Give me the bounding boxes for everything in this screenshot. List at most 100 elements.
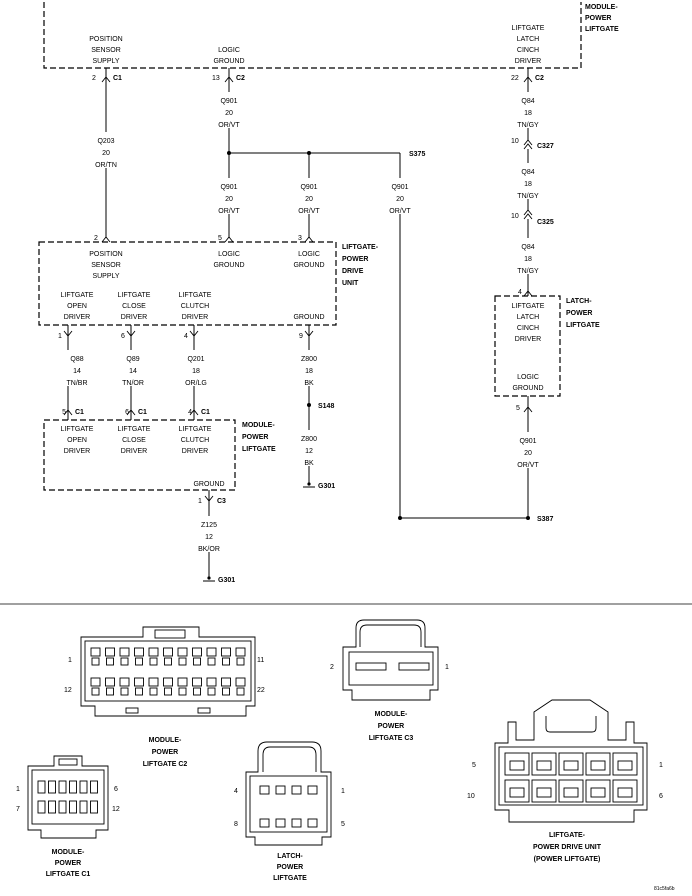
svg-text:Q901: Q901 bbox=[220, 184, 237, 191]
latch-cavity bbox=[275, 785, 286, 795]
svg-text:MODULE-: MODULE- bbox=[375, 711, 408, 718]
svg-text:POWER: POWER bbox=[585, 15, 611, 22]
svg-text:POWER: POWER bbox=[152, 749, 178, 756]
c2-cavity-lock bbox=[193, 687, 201, 696]
pdu-cavity bbox=[612, 752, 638, 776]
svg-text:6: 6 bbox=[125, 409, 129, 416]
svg-text:SENSOR: SENSOR bbox=[91, 262, 121, 269]
svg-text:DRIVER: DRIVER bbox=[64, 314, 90, 321]
svg-text:11: 11 bbox=[257, 657, 264, 664]
svg-text:GROUND: GROUND bbox=[293, 314, 324, 321]
svg-text:LATCH-: LATCH- bbox=[566, 298, 592, 305]
svg-text:5: 5 bbox=[62, 409, 66, 416]
top-module-pins: 2 C1 13 C2 22 C2 bbox=[92, 75, 544, 83]
latch-cavity bbox=[307, 818, 318, 828]
svg-text:C327: C327 bbox=[537, 143, 554, 150]
svg-text:CLUTCH: CLUTCH bbox=[181, 437, 209, 444]
svg-text:C2: C2 bbox=[535, 75, 544, 82]
c2-cavity bbox=[134, 677, 144, 687]
svg-text:LOGIC: LOGIC bbox=[218, 251, 240, 258]
svg-text:20: 20 bbox=[305, 196, 313, 203]
svg-text:MODULE-: MODULE- bbox=[585, 4, 618, 11]
svg-text:OR/VT: OR/VT bbox=[218, 122, 240, 129]
svg-text:14: 14 bbox=[73, 368, 81, 375]
c2-cavity-lock bbox=[91, 657, 100, 666]
svg-text:OR/VT: OR/VT bbox=[218, 208, 240, 215]
c1-cavity bbox=[79, 780, 88, 794]
svg-text:OR/VT: OR/VT bbox=[298, 208, 320, 215]
svg-text:LIFTGATE: LIFTGATE bbox=[585, 26, 619, 33]
svg-text:4: 4 bbox=[188, 409, 192, 416]
svg-text:LIFTGATE: LIFTGATE bbox=[512, 25, 545, 32]
svg-text:C1: C1 bbox=[138, 409, 147, 416]
svg-text:CINCH: CINCH bbox=[517, 47, 539, 54]
c2-cavity-lock bbox=[106, 687, 114, 696]
latch-cavity bbox=[275, 818, 286, 828]
svg-text:LOGIC: LOGIC bbox=[517, 374, 539, 381]
svg-text:LIFTGATE: LIFTGATE bbox=[512, 303, 545, 310]
svg-text:12: 12 bbox=[112, 806, 120, 813]
svg-text:POSITION: POSITION bbox=[89, 36, 122, 43]
svg-text:2: 2 bbox=[92, 75, 96, 82]
c2-cavity-lock bbox=[120, 687, 129, 696]
svg-text:6: 6 bbox=[114, 786, 118, 793]
svg-text:2: 2 bbox=[330, 664, 334, 671]
svg-text:4: 4 bbox=[518, 289, 522, 296]
svg-text:GROUND: GROUND bbox=[213, 262, 244, 269]
c1-cavity bbox=[48, 800, 56, 814]
svg-text:C3: C3 bbox=[217, 498, 226, 505]
pdu-terminal bbox=[617, 760, 633, 771]
c2-cavity bbox=[221, 677, 231, 687]
svg-text:LATCH: LATCH bbox=[517, 314, 539, 321]
svg-text:18: 18 bbox=[524, 110, 532, 117]
svg-text:TN/GY: TN/GY bbox=[517, 193, 539, 200]
c2-cavity-lock bbox=[207, 657, 216, 666]
svg-text:OPEN: OPEN bbox=[67, 303, 87, 310]
svg-text:LIFTGATE-: LIFTGATE- bbox=[549, 832, 586, 839]
c2-cavity-lock bbox=[135, 657, 143, 666]
svg-text:Q88: Q88 bbox=[70, 356, 83, 363]
svg-text:7: 7 bbox=[16, 806, 20, 813]
svg-text:Z800: Z800 bbox=[301, 436, 317, 443]
c2-cavity bbox=[235, 647, 246, 657]
c2-cavity bbox=[119, 677, 130, 687]
module-power-liftgate-bottom: 5 C1 6 C1 4 C1 MODULE- POWER LIFTGATE LI… bbox=[43, 409, 276, 505]
c2-cavity-lock bbox=[120, 657, 129, 666]
svg-text:18: 18 bbox=[524, 256, 532, 263]
c2-cavity-lock bbox=[149, 687, 158, 696]
svg-text:POSITION: POSITION bbox=[89, 251, 122, 258]
latch-cavity bbox=[307, 785, 318, 795]
svg-text:CLOSE: CLOSE bbox=[122, 303, 146, 310]
svg-text:C1: C1 bbox=[75, 409, 84, 416]
svg-text:LOGIC: LOGIC bbox=[218, 47, 240, 54]
svg-text:GROUND: GROUND bbox=[293, 262, 324, 269]
svg-text:LIFTGATE: LIFTGATE bbox=[61, 426, 94, 433]
svg-text:4: 4 bbox=[184, 333, 188, 340]
c2-cavity bbox=[192, 647, 202, 657]
c2-cavity-lock bbox=[207, 687, 216, 696]
svg-text:C1: C1 bbox=[113, 75, 122, 82]
svg-text:C2: C2 bbox=[236, 75, 245, 82]
svg-text:18: 18 bbox=[192, 368, 200, 375]
svg-text:GROUND: GROUND bbox=[512, 385, 543, 392]
svg-text:LATCH-: LATCH- bbox=[277, 853, 303, 860]
c2-cavity bbox=[148, 677, 159, 687]
svg-text:12: 12 bbox=[205, 534, 213, 541]
svg-text:5: 5 bbox=[218, 235, 222, 242]
c1-cavity bbox=[69, 800, 77, 814]
c2-cavity bbox=[105, 647, 115, 657]
svg-text:LIFTGATE C1: LIFTGATE C1 bbox=[46, 871, 91, 878]
svg-text:BK/OR: BK/OR bbox=[198, 546, 220, 553]
c2-cavity bbox=[235, 677, 246, 687]
pdu-terminal bbox=[617, 787, 633, 798]
svg-text:10: 10 bbox=[511, 213, 519, 220]
svg-text:C1: C1 bbox=[201, 409, 210, 416]
svg-text:OR/TN: OR/TN bbox=[95, 162, 117, 169]
svg-text:1: 1 bbox=[68, 657, 72, 664]
svg-text:Z800: Z800 bbox=[301, 356, 317, 363]
c1-cavity bbox=[90, 800, 98, 814]
c1-cavity bbox=[58, 780, 67, 794]
latch-power-liftgate: 4 LATCH- POWER LIFTGATE LIFTGATE LATCH C… bbox=[494, 289, 600, 413]
svg-text:CLUTCH: CLUTCH bbox=[181, 303, 209, 310]
